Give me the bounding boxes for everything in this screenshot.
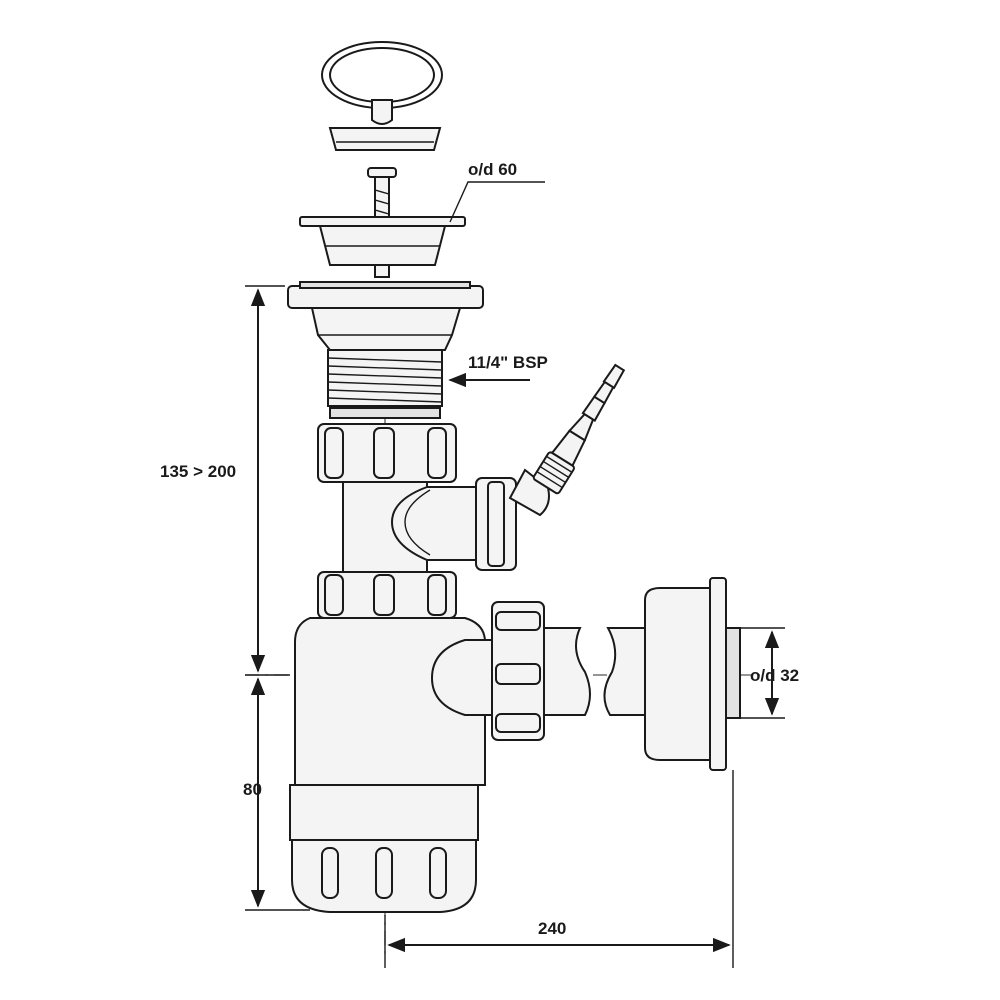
outlet-diameter-dimension <box>740 627 785 719</box>
side-inlet-elbow <box>390 477 517 571</box>
outlet-nut <box>491 601 545 741</box>
waste-flange <box>287 281 484 351</box>
width-dimension <box>384 770 734 968</box>
thread-label: 11/4" BSP <box>468 353 548 372</box>
height-dimension <box>245 285 290 676</box>
height-range-label: 135 > 200 <box>160 462 236 481</box>
outlet-diameter-label: o/d 32 <box>750 666 799 685</box>
outlet-pipe <box>543 627 649 716</box>
width-label: 240 <box>538 919 566 938</box>
strainer-grate <box>299 216 466 266</box>
trap-cup <box>289 784 479 913</box>
appliance-hose-nozzle <box>508 363 626 517</box>
depth-label: 80 <box>243 780 262 799</box>
trap-bottle-body <box>294 617 501 786</box>
plug-diameter-label: o/d 60 <box>468 160 517 179</box>
depth-dimension <box>245 677 310 911</box>
lower-compression-nut <box>317 571 457 619</box>
plug-diameter-leader <box>449 181 545 223</box>
threaded-tail <box>327 349 443 419</box>
wall-outlet-connector <box>644 577 741 771</box>
upper-compression-nut <box>317 423 457 483</box>
plug-with-ring-pull <box>321 41 443 151</box>
